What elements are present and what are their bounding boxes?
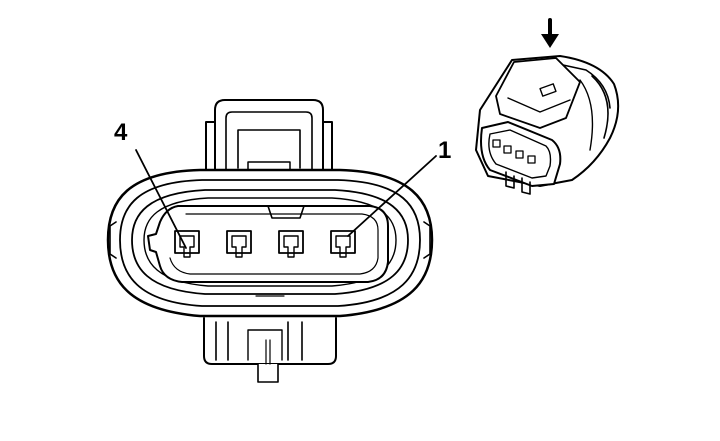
terminal-pin (226, 230, 252, 258)
down-arrow-icon (541, 18, 559, 48)
connector-front-view (106, 99, 437, 383)
terminal-pin (330, 230, 356, 258)
pin-1-leader (347, 155, 437, 237)
terminal-pin (278, 230, 304, 258)
bottom-mount (203, 317, 337, 383)
pin-4-leader (135, 149, 187, 249)
terminal-cavity (147, 205, 389, 283)
polarization-key (267, 205, 305, 219)
connector-iso-view (475, 18, 620, 195)
pin-4-label: 4 (114, 119, 128, 146)
pin-1-label: 1 (438, 137, 451, 164)
top-latch (205, 99, 333, 183)
